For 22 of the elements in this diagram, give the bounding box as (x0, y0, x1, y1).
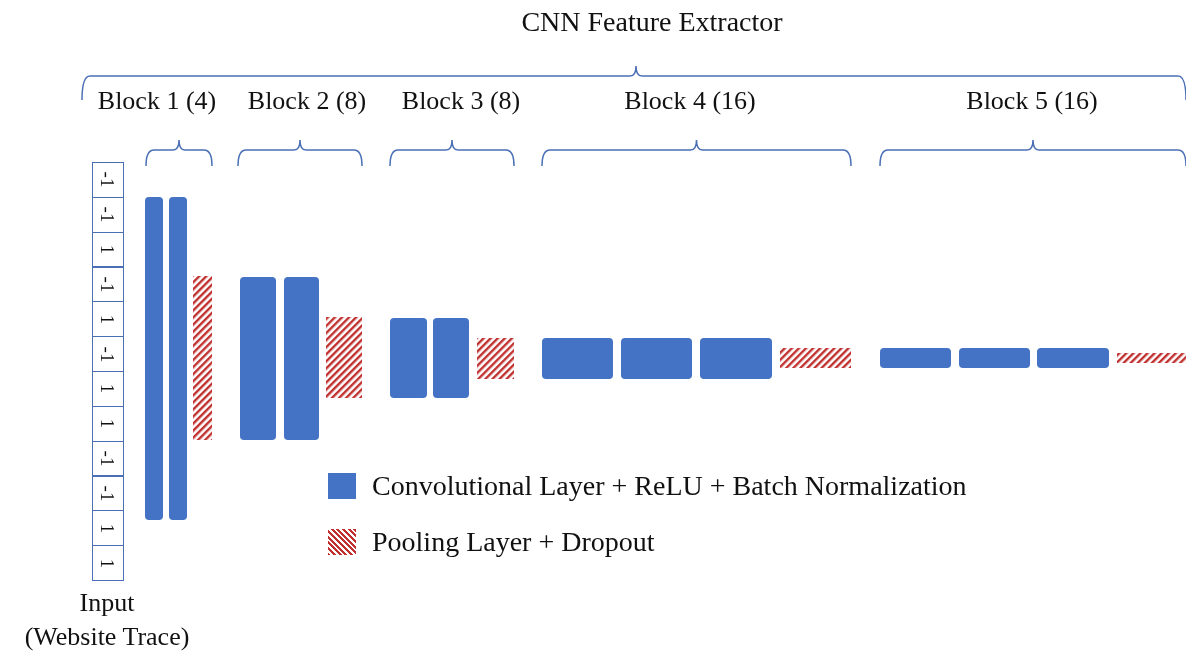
block-label: Block 1 (4) (97, 86, 217, 116)
input-cell: 1 (92, 405, 124, 442)
input-cell: -1 (92, 196, 124, 233)
input-cell: -1 (92, 475, 124, 512)
block-label: Block 2 (8) (247, 86, 367, 116)
input-cell: 1 (92, 545, 124, 581)
input-cell: -1 (92, 162, 124, 198)
block-label: Block 5 (16) (966, 86, 1098, 116)
input-label: Input (78, 587, 136, 619)
input-cell: 1 (92, 510, 124, 547)
input-cell: -1 (92, 336, 124, 372)
block-label: Block 3 (8) (401, 86, 521, 116)
title: CNN Feature Extractor (520, 6, 784, 38)
input-cell: 1 (92, 301, 124, 338)
input-cell: 1 (92, 371, 124, 407)
input-cell: 1 (92, 231, 124, 268)
block-label: Block 4 (16) (624, 86, 756, 116)
input-cell: -1 (92, 266, 124, 303)
input-cell: -1 (92, 440, 124, 477)
legend-text: Pooling Layer + Dropout (372, 526, 655, 558)
input-label: (Website Trace) (23, 621, 191, 653)
legend-text: Convolutional Layer + ReLU + Batch Normalization (372, 470, 967, 502)
